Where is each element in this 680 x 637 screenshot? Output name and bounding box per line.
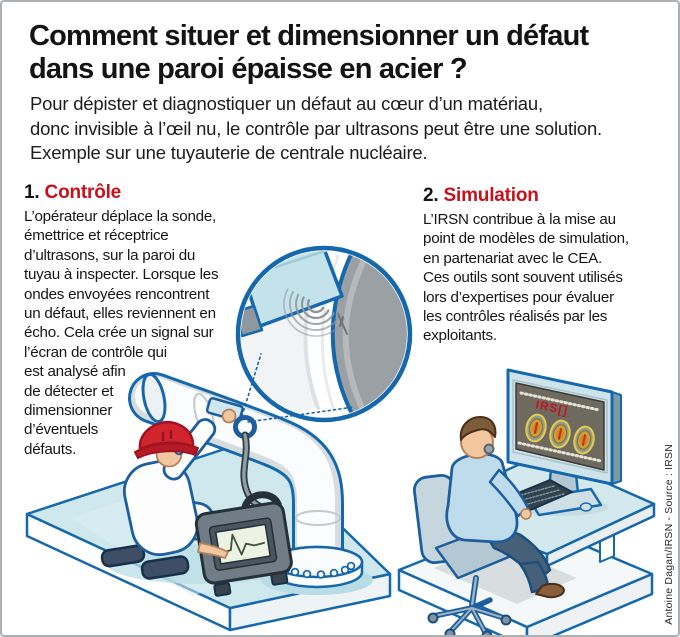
section-title: Contrôle <box>44 182 122 203</box>
section-number: 2. <box>423 185 439 206</box>
pipe-end-cap <box>141 372 167 424</box>
analyst-hand <box>520 508 532 520</box>
section-number: 1. <box>24 182 40 203</box>
page-title: Comment situer et dimensionner un défaut… <box>29 20 665 86</box>
worker-pointing-hand <box>197 542 229 559</box>
worker-body <box>122 459 200 557</box>
analyst <box>445 416 565 599</box>
analyst-shoe <box>535 582 565 599</box>
device-handle <box>241 491 282 513</box>
pipe <box>128 372 344 576</box>
worker <box>100 418 217 580</box>
monitor-screen-content: IRS[] <box>517 391 603 463</box>
hard-hat-icon <box>134 420 199 459</box>
worker-shoe <box>100 544 146 568</box>
section-simulation-heading: 2. Simulation <box>423 185 673 207</box>
defect-crack <box>337 313 348 335</box>
worker-hand <box>221 408 237 424</box>
probe-cable-exit <box>241 304 264 338</box>
chair-base <box>427 597 512 635</box>
pointer-dotted-lines <box>241 353 355 423</box>
desktop-monitor-icon: IRS[] <box>506 368 622 517</box>
section-controle: 1. Contrôle L’opérateur déplace la sonde… <box>24 182 252 459</box>
section-controle-heading: 1. Contrôle <box>24 182 252 204</box>
intro-paragraph: Pour dépister et diagnostiquer un défaut… <box>30 93 602 163</box>
section-title: Simulation <box>443 185 539 206</box>
title-line-2: dans une paroi épaisse en acier ? <box>29 53 468 85</box>
ultrasound-waves-icon <box>283 288 346 337</box>
worker-shoe <box>140 555 190 580</box>
mouse-icon <box>579 502 593 512</box>
credit-byline: Antoine Dagan/IRSN - Source : IRSN <box>663 444 675 625</box>
simulation-scan-ovals <box>525 413 595 455</box>
pipe-joint <box>295 510 341 526</box>
analyst-hair <box>459 416 497 441</box>
headset-icon <box>483 443 495 455</box>
title-line-1: Comment situer et dimensionner un défaut <box>29 20 589 52</box>
section-simulation: 2. Simulation L’IRSN contribue à la mise… <box>423 185 673 346</box>
a-scan-waveform <box>222 533 265 556</box>
section-simulation-body: L’IRSN contribue à la mise au point de m… <box>423 211 629 345</box>
section-controle-body: L’opérateur déplace la sonde, émettrice … <box>24 208 219 458</box>
analyst-arm <box>488 468 530 518</box>
magnifier-circle <box>235 245 413 423</box>
